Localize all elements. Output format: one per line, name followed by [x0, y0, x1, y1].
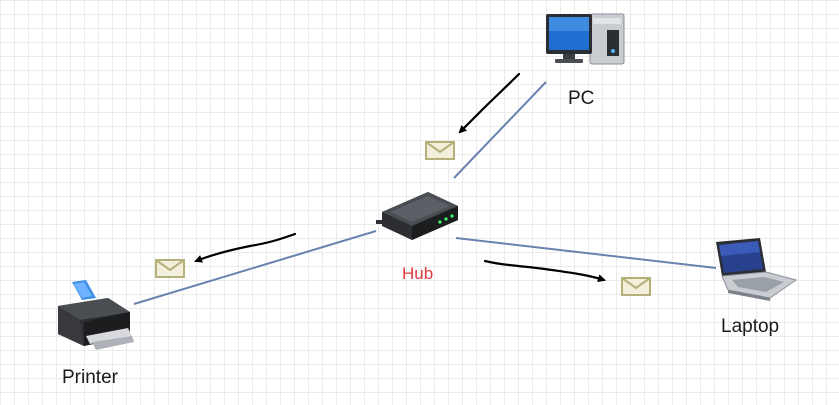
laptop-label: Laptop	[721, 316, 780, 337]
pc-label: PC	[568, 88, 595, 109]
envelope-icon	[621, 277, 651, 296]
arrow-hub-to-laptop	[483, 259, 606, 283]
envelope-icon	[155, 259, 185, 278]
link-pc-hub	[453, 81, 547, 179]
network-hub-icon[interactable]	[376, 192, 458, 240]
arrow-pc-to-hub	[458, 72, 521, 134]
envelope-icon	[425, 141, 455, 160]
laptop-icon[interactable]	[716, 238, 798, 301]
link-hub-laptop	[455, 237, 717, 269]
printer-label: Printer	[62, 367, 118, 388]
desktop-computer-icon[interactable]	[546, 13, 625, 65]
hub-label: Hub	[402, 264, 434, 283]
printer-icon[interactable]	[58, 280, 134, 350]
arrow-hub-to-printer	[194, 232, 297, 263]
link-hub-printer	[133, 230, 377, 305]
